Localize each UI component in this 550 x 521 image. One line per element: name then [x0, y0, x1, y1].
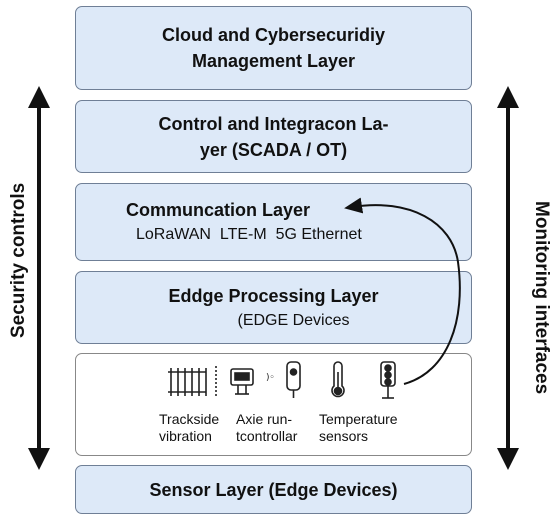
cloud-layer-title-line1: Cloud and Cybersecuridiy — [161, 25, 386, 45]
rail-track-icon — [168, 366, 217, 398]
data-flow-curved-arrow — [344, 197, 461, 385]
control-layer-title-line1: Control and Integracon La- — [158, 113, 389, 134]
sensor-layer-title: Sensor Layer (Edge Devices) — [149, 479, 398, 500]
cloud-cybersecurity-layer: Cloud and Cybersecuridiy Management Laye… — [75, 6, 472, 90]
temperature-caption-line2: sensors — [319, 428, 369, 444]
axle-caption-line1: Axie run- — [236, 411, 293, 427]
edge-processing-layer-title: Eddge Processing Layer — [168, 285, 379, 306]
axle-controller-icon: )◦ — [230, 361, 301, 398]
right-double-arrow — [497, 86, 519, 470]
axle-caption-line2: tcontrollar — [236, 428, 298, 444]
axle-controller-caption: Axie run- tcontrollar — [236, 411, 297, 445]
trackside-caption-line2: vibration — [159, 428, 212, 444]
edge-processing-layer: Eddge Processing Layer (EDGE Devices — [75, 271, 472, 344]
svg-text:)◦: )◦ — [266, 373, 275, 383]
temperature-sensors-caption: Temperature sensors — [319, 411, 398, 445]
sensor-layer: Sensor Layer (Edge Devices) — [75, 465, 472, 514]
communication-layer-title: Communcation Layer — [126, 200, 311, 220]
left-double-arrow — [28, 86, 50, 470]
control-layer-title-line2: yer (SCADA / OT) — [199, 139, 348, 160]
edge-processing-layer-subtitle: (EDGE Devices — [237, 311, 350, 329]
traffic-signal-icon — [380, 361, 396, 399]
sensor-devices-panel — [75, 353, 472, 456]
thermometer-icon — [331, 361, 345, 398]
control-integration-layer: Control and Integracon La- yer (SCADA / … — [75, 100, 472, 173]
communication-layer: Communcation Layer LoRaWAN LTE-M 5G Ethe… — [75, 183, 472, 261]
cloud-layer-title-line2: Management Layer — [191, 51, 356, 71]
trackside-vibration-caption: Trackside vibration — [159, 411, 219, 445]
temperature-caption-line1: Temperature — [319, 411, 398, 427]
communication-protocols: LoRaWAN LTE-M 5G Ethernet — [136, 226, 362, 243]
trackside-caption-line1: Trackside — [159, 411, 220, 427]
